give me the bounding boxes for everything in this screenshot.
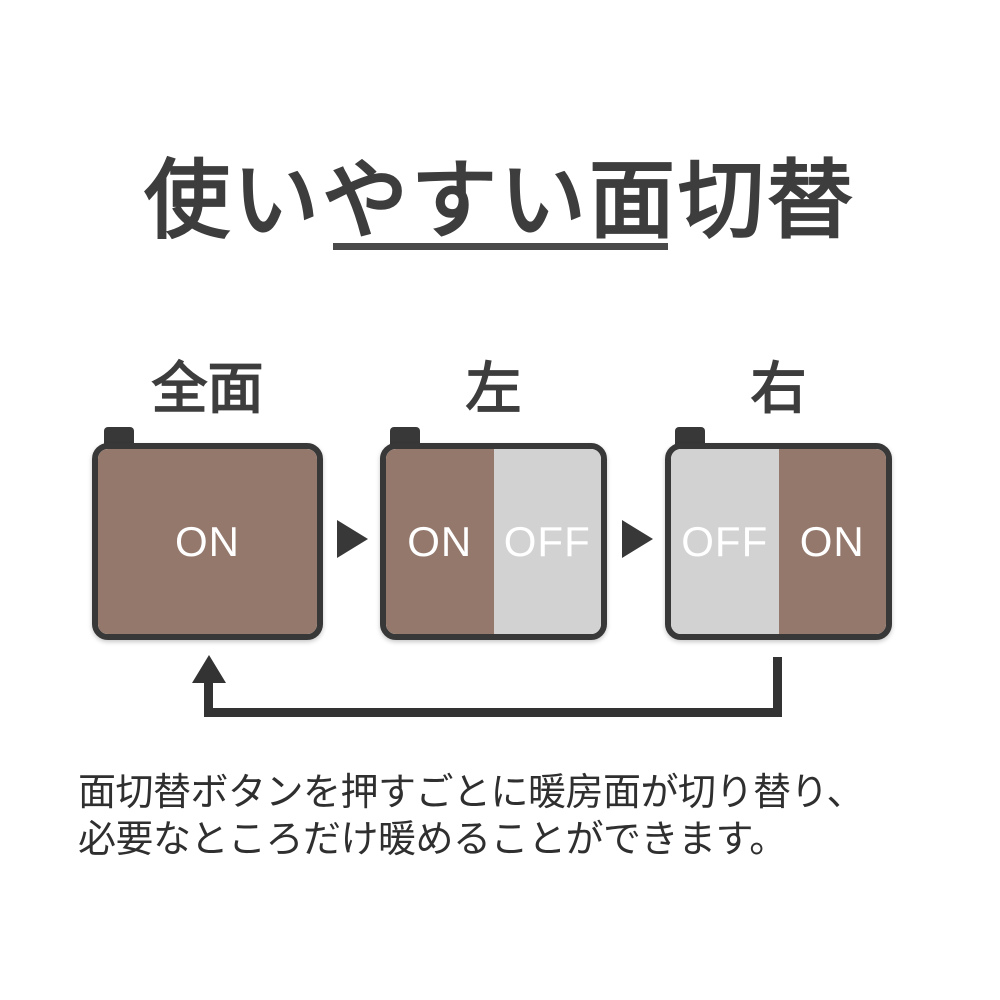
up-arrowhead-icon [192, 655, 226, 683]
description-line-1: 面切替ボタンを押すごとに暖房面が切り替り、 [78, 772, 864, 814]
loop-line-right [773, 657, 782, 717]
state-label-right: 右 [750, 357, 807, 420]
mat-zone-right: ON [778, 449, 886, 634]
heater-mat-right-on: OFF ON [665, 443, 892, 640]
state-label-left: 左 [465, 357, 522, 420]
mat-zone-left: OFF [671, 449, 779, 634]
loop-line-left [204, 681, 213, 717]
mat-zone-full: ON [98, 449, 317, 634]
heater-mat-left-on: ON OFF [380, 443, 607, 640]
mat-zone-right: OFF [493, 449, 601, 634]
heater-mat-full: ON [92, 443, 323, 640]
description-text: 面切替ボタンを押すごとに暖房面が切り替り、 必要なところだけ暖めることができます… [78, 770, 864, 864]
description-line-2: 必要なところだけ暖めることができます。 [78, 819, 787, 861]
loop-line-bottom [204, 708, 782, 717]
mat-zone-left: ON [386, 449, 494, 634]
state-label-full: 全面 [151, 357, 264, 420]
next-step-arrow-icon [337, 520, 368, 558]
page-title: 使いやすい面切替 [144, 152, 856, 249]
next-step-arrow-icon [622, 520, 653, 558]
title-divider [333, 243, 668, 250]
